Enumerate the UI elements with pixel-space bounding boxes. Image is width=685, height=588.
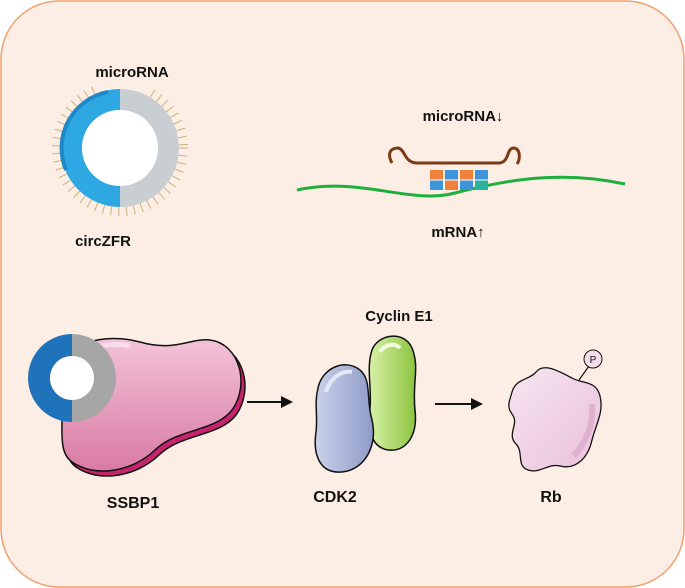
microrna-hair [173,119,183,125]
circzfr-label: circZFR [75,233,131,250]
microrna-hair [62,179,71,186]
microrna-hair [54,128,64,133]
microrna-down-label: microRNA↓ [423,108,504,125]
microrna-mrna-binding-icon [296,146,626,198]
microrna-hair [83,90,90,99]
microrna-hair [76,94,84,103]
microrna-hair [67,185,76,193]
circular-rna-icon [52,86,188,216]
microrna-hair [58,173,68,179]
microrna-hair [57,120,66,126]
microrna-hair [55,166,65,171]
rb-label: Rb [540,489,562,506]
microrna-hair [53,159,63,163]
microrna-hair [155,94,163,102]
arrow-icon [435,398,483,410]
microrna-hair [177,161,187,165]
ssbp1-label: SSBP1 [107,495,160,512]
cdk2-label: CDK2 [313,489,357,506]
microrna-hair [176,127,186,132]
microrna-hair [163,187,171,194]
microrna-hair [90,86,96,95]
microrna-hair [125,206,128,216]
phosphate-label: P [590,355,597,366]
cdk2-protein-icon [314,364,375,473]
rb-protein-icon [508,365,602,472]
arrow-icon [247,396,293,408]
microrna-hair [52,136,62,140]
microrna-hair [149,89,156,98]
microrna-hair [161,99,169,107]
microrna-hair [158,192,165,200]
phosphate-icon: P [583,349,603,369]
microrna-hair [94,202,99,212]
microrna-hair [132,205,136,215]
cyclin-e1-label: Cyclin E1 [365,308,433,325]
microrna-hair [168,181,176,188]
microrna-hair [152,196,159,205]
microrna-hair [178,135,188,139]
microrna-hair [171,175,181,181]
microrna-hair [101,204,106,214]
microrna-hair [79,195,86,204]
circular-rna-bound-icon [28,334,116,422]
microrna-hair [170,112,179,119]
microrna-hair [70,100,78,108]
microrna-hair [146,200,152,209]
microrna-hair [110,206,113,216]
microrna-hair [65,106,74,113]
mrna-up-label: mRNA↑ [431,224,484,241]
microrna-hair [174,168,184,173]
microrna-hair [178,154,188,157]
microrna-hair [139,203,144,213]
microrna-hair [52,152,62,155]
cyclin-e1-protein-icon [368,335,417,451]
microrna-hair [60,113,70,119]
microrna-label: microRNA [95,64,169,81]
microrna-hair [73,190,81,199]
microrna-hair [86,199,92,208]
microrna-hair [166,105,174,113]
